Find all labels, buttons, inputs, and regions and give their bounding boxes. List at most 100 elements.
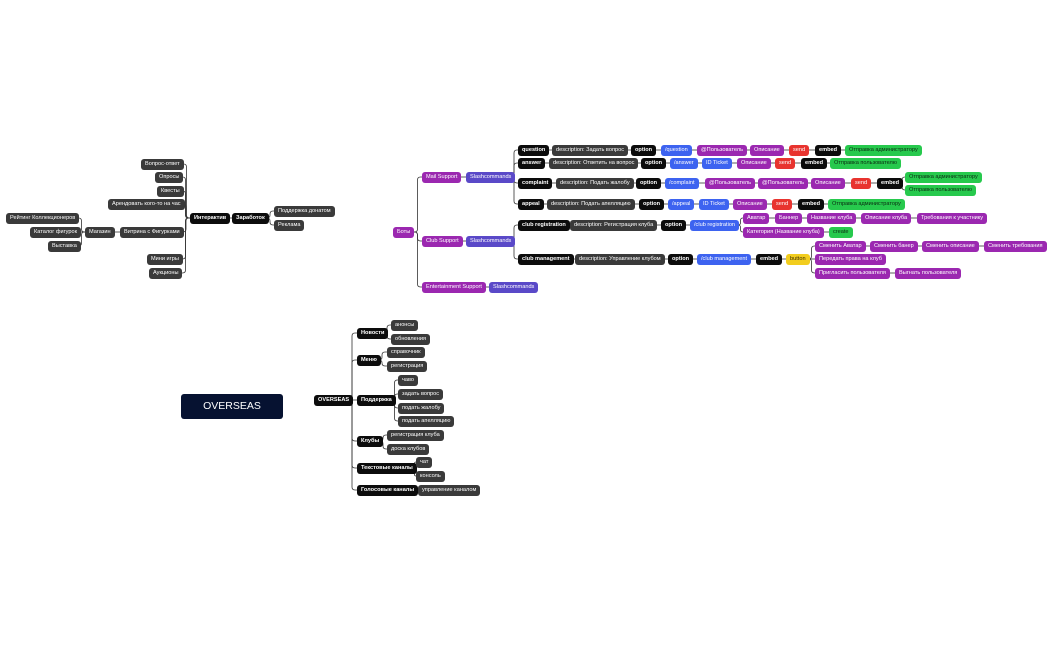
node-menu[interactable]: Меню xyxy=(357,354,381,366)
node-pd[interactable]: Поддержка донатом xyxy=(274,205,335,217)
node-vu[interactable]: Выгнать пользователя xyxy=(895,267,962,279)
node-tc1[interactable]: чат xyxy=(416,456,433,468)
node-news2[interactable]: обновления xyxy=(391,333,430,345)
node-so[interactable]: Сменить описание xyxy=(922,240,979,252)
node-ent[interactable]: Entertainment Support xyxy=(422,281,486,293)
node-cre[interactable]: create xyxy=(829,226,853,238)
node-co[interactable]: option xyxy=(636,177,662,189)
node-pc[interactable]: /appeal xyxy=(668,198,695,210)
node-ccm[interactable]: /complaint xyxy=(665,177,699,189)
node-sup3[interactable]: подать жалобу xyxy=(398,402,445,414)
node-sl3[interactable]: Slashcommands xyxy=(489,281,539,293)
node-sl2[interactable]: Slashcommands xyxy=(466,235,516,247)
node-q3[interactable]: Квесты xyxy=(157,185,184,197)
node-tu[interactable]: Требования к участнику xyxy=(917,212,988,224)
node-au[interactable]: Аукционы xyxy=(149,267,183,279)
node-rk[interactable]: Рейтинг Коллекционеров xyxy=(6,212,80,224)
node-root[interactable]: OVERSEAS xyxy=(314,394,354,406)
node-cs[interactable]: send xyxy=(851,177,872,189)
node-qd[interactable]: description: Задать вопрос xyxy=(552,144,628,156)
node-cg2[interactable]: Отправка пользователю xyxy=(905,184,976,196)
node-rek[interactable]: Реклама xyxy=(274,219,305,231)
node-news[interactable]: Новости xyxy=(357,327,389,339)
node-sb[interactable]: Сменить банер xyxy=(870,240,918,252)
node-vc1[interactable]: управление каналом xyxy=(418,484,481,496)
node-av[interactable]: Аватар xyxy=(743,212,770,224)
node-tc2[interactable]: консоль xyxy=(416,470,445,482)
node-po[interactable]: option xyxy=(639,198,665,210)
node-ac[interactable]: /answer xyxy=(670,157,698,169)
node-btn[interactable]: button xyxy=(786,253,810,265)
node-mg[interactable]: Мини игры xyxy=(147,253,183,265)
node-tc[interactable]: Текстовые каналы xyxy=(357,462,417,474)
node-at[interactable]: ID Ticket xyxy=(702,157,732,169)
node-ce[interactable]: embed xyxy=(877,177,904,189)
node-vy[interactable]: Выставка xyxy=(48,240,81,252)
node-cu1[interactable]: @Пользователь xyxy=(705,177,755,189)
node-clubs2[interactable]: доска клубов xyxy=(387,443,430,455)
node-inter[interactable]: Интерактив xyxy=(190,212,231,224)
node-q4[interactable]: Арендовать кого-то на час xyxy=(108,198,185,210)
node-sup4[interactable]: подать апелляцию xyxy=(398,415,455,427)
node-aa[interactable]: answer xyxy=(518,157,546,169)
node-crc[interactable]: /club registration xyxy=(690,219,740,231)
node-cc[interactable]: complaint xyxy=(518,177,553,189)
node-pp[interactable]: appeal xyxy=(518,198,544,210)
node-qo[interactable]: option xyxy=(631,144,657,156)
node-crd[interactable]: description: Регистрация клуба xyxy=(570,219,658,231)
node-sup[interactable]: Поддержка xyxy=(357,394,396,406)
node-ao[interactable]: option xyxy=(641,157,667,169)
node-kat[interactable]: Категория (Название клуба) xyxy=(743,226,824,238)
node-sa[interactable]: Сменить Аватар xyxy=(815,240,866,252)
node-vc[interactable]: Голосовые каналы xyxy=(357,484,419,496)
node-clubs[interactable]: Клубы xyxy=(357,435,384,447)
node-menu1[interactable]: справочник xyxy=(387,346,425,358)
node-ag[interactable]: Отправка пользователю xyxy=(830,157,901,169)
node-cd[interactable]: description: Подать жалобу xyxy=(556,177,634,189)
node-qe[interactable]: embed xyxy=(815,144,842,156)
node-cop[interactable]: Описание xyxy=(811,177,845,189)
node-qc[interactable]: /question xyxy=(661,144,692,156)
node-cro[interactable]: option xyxy=(661,219,687,231)
node-boty[interactable]: Боты xyxy=(393,226,415,238)
node-pt[interactable]: ID Ticket xyxy=(699,198,729,210)
node-q1[interactable]: Вопрос-ответ xyxy=(141,158,184,170)
node-ok[interactable]: Описание клуба xyxy=(861,212,912,224)
node-cmo[interactable]: option xyxy=(668,253,694,265)
node-cme[interactable]: embed xyxy=(756,253,783,265)
node-st[interactable]: Сменить требования xyxy=(984,240,1047,252)
node-clubs1[interactable]: регистрация клуба xyxy=(387,429,444,441)
node-qq[interactable]: question xyxy=(518,144,550,156)
node-cm[interactable]: club management xyxy=(518,253,574,265)
node-pk[interactable]: Передать права на клуб xyxy=(815,253,886,265)
node-sup1[interactable]: чаво xyxy=(398,374,419,386)
node-ad[interactable]: description: Ответить на вопрос xyxy=(549,157,639,169)
node-ps[interactable]: send xyxy=(772,198,793,210)
node-as[interactable]: send xyxy=(775,157,796,169)
node-sup2[interactable]: задать вопрос xyxy=(398,388,444,400)
node-q2[interactable]: Опросы xyxy=(155,171,184,183)
node-ae[interactable]: embed xyxy=(801,157,828,169)
node-cmc[interactable]: /club management xyxy=(697,253,752,265)
node-zar[interactable]: Заработок xyxy=(232,212,269,224)
node-cu2[interactable]: @Пользователь xyxy=(758,177,808,189)
node-menu2[interactable]: регистрация xyxy=(387,360,428,372)
node-nk[interactable]: Название клуба xyxy=(807,212,857,224)
node-sl1[interactable]: Slashcommands xyxy=(466,171,516,183)
node-pg[interactable]: Отправка администратору xyxy=(828,198,905,210)
node-qop[interactable]: Описание xyxy=(750,144,784,156)
node-aop[interactable]: Описание xyxy=(737,157,771,169)
node-cr[interactable]: club registration xyxy=(518,219,570,231)
node-bn[interactable]: Баннер xyxy=(775,212,803,224)
node-qu[interactable]: @Пользователь xyxy=(697,144,747,156)
node-kf[interactable]: Каталог фигурок xyxy=(30,226,82,238)
node-cmd[interactable]: description: Управление клубом xyxy=(575,253,665,265)
node-cg1[interactable]: Отправка администратору xyxy=(905,171,982,183)
node-pu[interactable]: Пригласить пользователя xyxy=(815,267,890,279)
node-pe[interactable]: embed xyxy=(798,198,825,210)
node-qs[interactable]: send xyxy=(789,144,810,156)
node-pop[interactable]: Описание xyxy=(733,198,767,210)
node-vit[interactable]: Витрина с Фигурками xyxy=(120,226,184,238)
node-clubsup[interactable]: Club Support xyxy=(422,235,463,247)
node-news1[interactable]: анонсы xyxy=(391,319,419,331)
